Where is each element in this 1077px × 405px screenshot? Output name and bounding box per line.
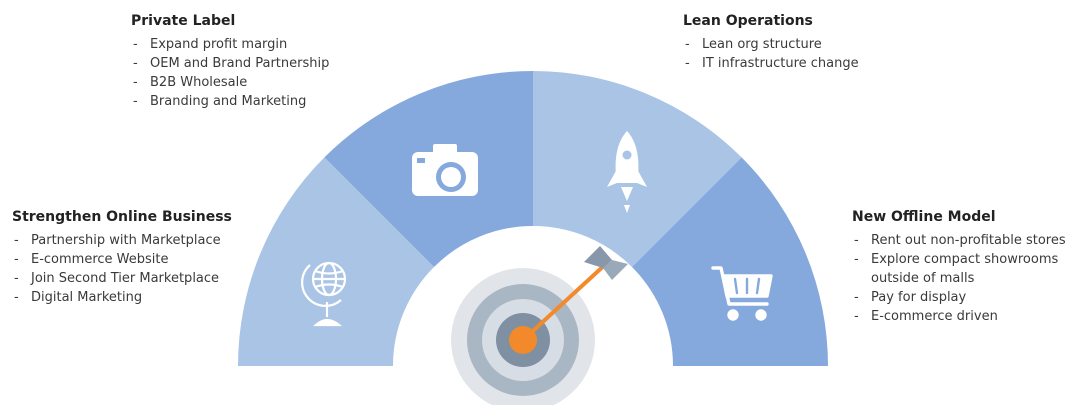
bullet-item: B2B Wholesale (131, 73, 329, 92)
arrow-shaft (521, 260, 610, 342)
bullet-item: Digital Marketing (12, 288, 232, 307)
bullet-item: Pay for display (852, 288, 1066, 307)
segment-title: Private Label (131, 13, 236, 29)
bullet-item: Rent out non-profitable stores (852, 231, 1066, 250)
shopping-cart-icon (711, 266, 773, 321)
segment-online (238, 157, 435, 366)
bullseye (509, 326, 537, 354)
segment-bullets: Expand profit marginOEM and Brand Partne… (131, 35, 329, 111)
segment-offline-text: New Offline Model Rent out non-profitabl… (852, 209, 1066, 326)
segment-bullets: Lean org structureIT infrastructure chan… (683, 35, 859, 73)
bullet-item: Branding and Marketing (131, 92, 329, 111)
arrow-fletching (584, 246, 612, 268)
target-icon (451, 246, 628, 405)
segment-title: Strengthen Online Business (12, 209, 232, 225)
bullet-item: Lean org structure (683, 35, 859, 54)
bullet-item: Partnership with Marketplace (12, 231, 232, 250)
bullet-item: Join Second Tier Marketplace (12, 269, 232, 288)
segment-bullets: Rent out non-profitable storesExplore co… (852, 231, 1066, 326)
bullet-item: IT infrastructure change (683, 54, 859, 73)
segment-title: New Offline Model (852, 209, 996, 225)
segment-online-text: Strengthen Online Business Partnership w… (12, 209, 232, 307)
bullet-item: E-commerce driven (852, 307, 1066, 326)
camera-icon (412, 144, 478, 196)
bullet-item: Expand profit margin (131, 35, 329, 54)
rocket-icon (607, 131, 647, 213)
globe-icon (301, 261, 347, 327)
segment-title: Lean Operations (683, 13, 813, 29)
segment-private-text: Private Label Expand profit marginOEM an… (131, 13, 329, 111)
segment-offline (631, 157, 829, 366)
bullet-item: OEM and Brand Partnership (131, 54, 329, 73)
segment-bullets: Partnership with MarketplaceE-commerce W… (12, 231, 232, 307)
segment-lean-text: Lean Operations Lean org structureIT inf… (683, 13, 859, 73)
arrow-fletching (603, 260, 628, 280)
bullet-item: E-commerce Website (12, 250, 232, 269)
